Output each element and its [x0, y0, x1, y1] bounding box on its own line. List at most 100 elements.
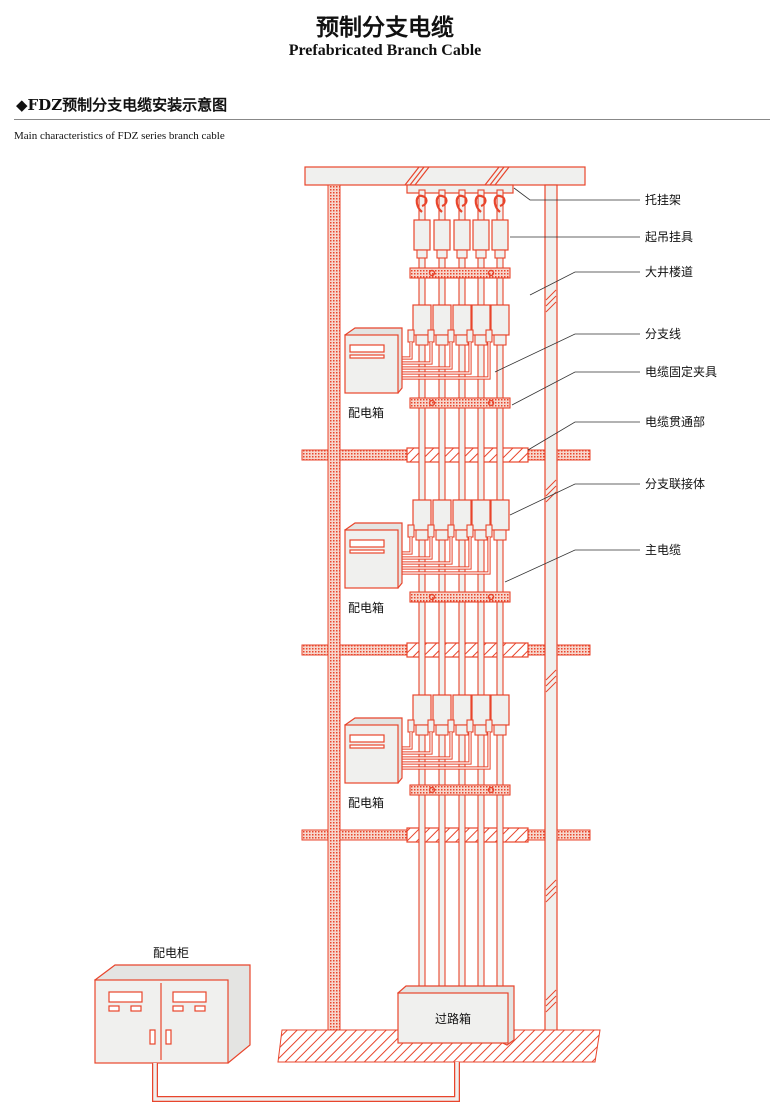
column-hatch — [545, 479, 557, 491]
branch-tap — [447, 719, 455, 733]
distribution-box-2 — [344, 529, 399, 589]
hook-icon — [415, 194, 428, 213]
column-hatch — [545, 295, 557, 307]
pull-box-label: 过路箱 — [435, 1011, 471, 1026]
branch-joint-collar — [455, 724, 469, 736]
distribution-box-label: 配电箱 — [348, 405, 384, 420]
clamp-bolt — [487, 269, 495, 277]
distribution-box-1 — [344, 334, 399, 394]
column-hatch — [545, 669, 557, 681]
hook-icon — [493, 194, 506, 213]
branch-tap — [485, 329, 493, 343]
column-hatch — [545, 301, 557, 313]
lifting-grip-sleeve — [456, 249, 468, 259]
branch-joint-collar — [474, 334, 488, 346]
feeder-cable-core — [153, 1062, 459, 1101]
branch-joint-collar — [493, 724, 507, 736]
leader-line — [504, 549, 640, 583]
column-hatch — [545, 681, 557, 693]
column-hatch — [545, 885, 557, 897]
branch-tap — [447, 329, 455, 343]
distribution-box-label: 配电箱 — [348, 600, 384, 615]
left-column — [327, 184, 341, 1041]
hook-icon — [435, 194, 448, 213]
callout-label: 起吊挂具 — [645, 230, 693, 244]
branch-joint-collar — [455, 334, 469, 346]
cable-clamp-2 — [409, 397, 511, 409]
cabinet-label: 配电柜 — [153, 946, 189, 960]
ceiling-hatch — [404, 166, 420, 186]
callout-label: 分支联接体 — [645, 476, 705, 491]
section-divider — [14, 119, 770, 120]
clamp-bolt — [487, 399, 495, 407]
lifting-grip — [433, 219, 451, 251]
branch-joint-collar — [435, 334, 449, 346]
branch-tap — [427, 524, 435, 538]
box-display — [349, 344, 385, 353]
branch-joint — [490, 304, 510, 336]
cabinet-indicator — [194, 1005, 206, 1012]
branch-tap — [485, 719, 493, 733]
cabinet-indicator — [130, 1005, 142, 1012]
door-handle — [149, 1029, 156, 1045]
column-hatch — [545, 995, 557, 1007]
column-hatch — [545, 989, 557, 1001]
leader-line — [494, 333, 640, 373]
branch-line-core — [400, 732, 412, 749]
branch-line-core — [400, 537, 412, 554]
branch-line-core — [400, 342, 412, 359]
column-hatch — [545, 891, 557, 903]
ceiling-hatch — [494, 166, 510, 186]
branch-tap — [427, 719, 435, 733]
leader-line — [509, 483, 640, 516]
column-hatch — [545, 879, 557, 891]
cabinet-display — [108, 991, 143, 1003]
branch-line-core — [400, 732, 452, 759]
branch-joint — [490, 694, 510, 726]
cabinet-display — [172, 991, 207, 1003]
callout-label: 电缆贯通部 — [645, 414, 705, 429]
branch-line-core — [400, 342, 490, 379]
branch-line-core — [400, 537, 432, 559]
hook-icon — [474, 194, 487, 213]
pull-box — [397, 992, 509, 1044]
branch-tap — [466, 719, 474, 733]
callout-label: 大井楼道 — [645, 264, 693, 279]
branch-line-core — [400, 732, 471, 764]
branch-tap — [485, 524, 493, 538]
branch-tap — [407, 524, 415, 538]
lifting-grip — [472, 219, 490, 251]
branch-joint-collar — [493, 334, 507, 346]
box-display — [349, 744, 385, 749]
branch-line-core — [400, 342, 432, 364]
ceiling-hatch — [414, 166, 430, 186]
box-display — [349, 549, 385, 554]
hook-icon — [455, 194, 468, 213]
branch-joint-collar — [474, 529, 488, 541]
branch-tap — [427, 329, 435, 343]
door-handle — [165, 1029, 172, 1045]
page-title-en: Prefabricated Branch Cable — [288, 42, 482, 59]
ceiling-hatch — [409, 166, 425, 186]
cabinet-indicator — [172, 1005, 184, 1012]
cable-clamp-3 — [409, 591, 511, 603]
lifting-grip-sleeve — [494, 249, 506, 259]
branch-joint-collar — [435, 529, 449, 541]
column-hatch — [545, 675, 557, 687]
branch-tap — [466, 524, 474, 538]
box-display — [349, 354, 385, 359]
leader-line — [529, 271, 640, 296]
column-hatch — [545, 485, 557, 497]
branch-tap — [407, 719, 415, 733]
branch-line-core — [400, 342, 471, 374]
distribution-box-3 — [344, 724, 399, 784]
callout-label: 电缆固定夹具 — [645, 364, 717, 379]
section-heading: ◆FDZ预制分支电缆安装示意图 — [16, 96, 228, 114]
clamp-bolt — [428, 786, 436, 794]
box-display — [349, 734, 385, 743]
branch-tap — [407, 329, 415, 343]
lifting-grip — [413, 219, 431, 251]
branch-joint-collar — [415, 724, 429, 736]
branch-line-core — [400, 732, 432, 754]
